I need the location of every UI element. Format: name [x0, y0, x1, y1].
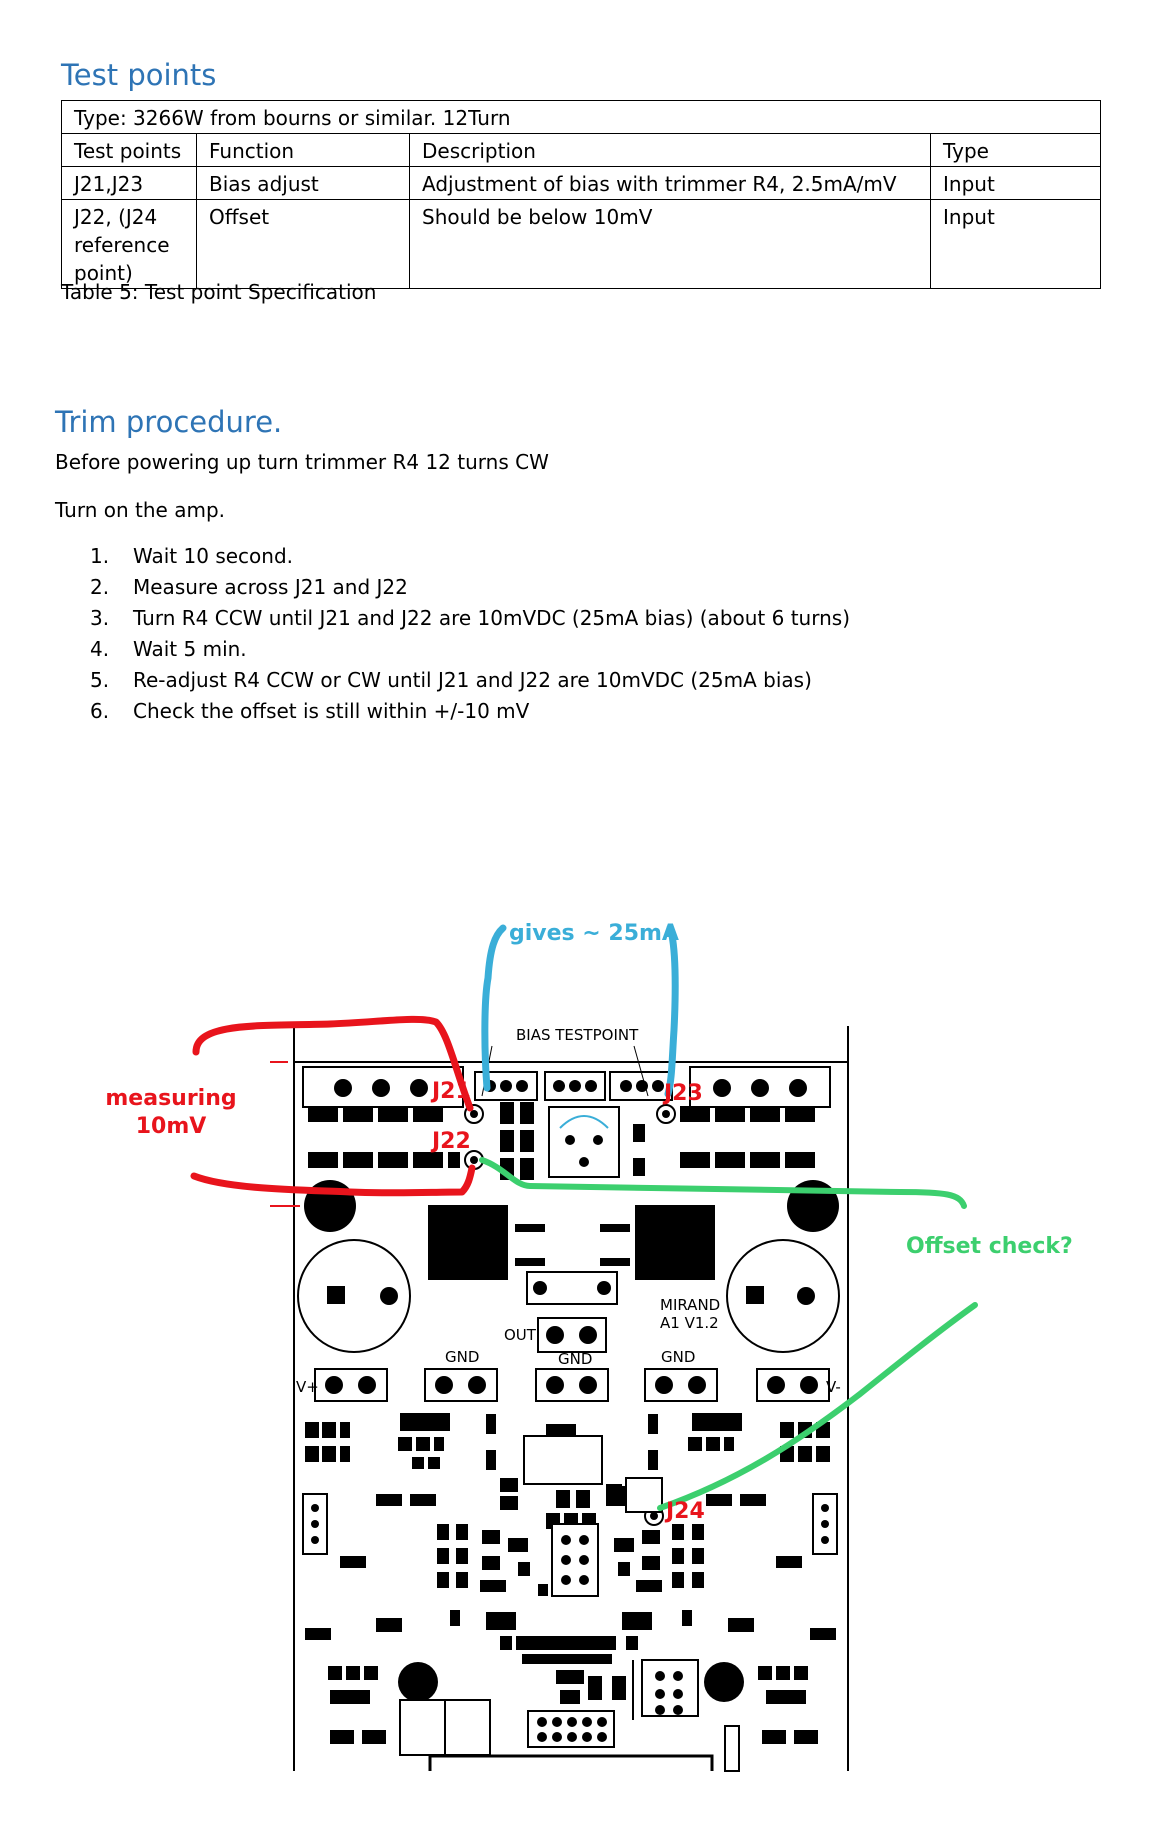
top-connectors: [302, 1066, 831, 1108]
j23-label: J23: [662, 1081, 703, 1106]
board-version-label: A1 V1.2: [660, 1314, 719, 1332]
step-text: Wait 10 second.: [133, 544, 293, 568]
header-type: Type: [930, 133, 1101, 167]
list-item: 2. Measure across J21 and J22: [90, 572, 850, 603]
cell-function: Bias adjust: [196, 166, 410, 200]
gnd-label: GND: [661, 1348, 695, 1366]
j24-label: J24: [664, 1499, 705, 1524]
v-minus-label: V-: [826, 1378, 841, 1396]
trim-procedure-heading: Trim procedure.: [55, 405, 283, 439]
pcb-silkscreen-labels: BIAS TESTPOINT MIRAND A1 V1.2 OUT GND GN…: [296, 1026, 841, 1396]
resistor-strips: [308, 1102, 815, 1180]
test-point-spec-table: Type: 3266W from bourns or similar. 12Tu…: [61, 100, 1101, 289]
step-text: Turn R4 CCW until J21 and J22 are 10mVDC…: [133, 606, 850, 630]
type-row-cell: Type: 3266W from bourns or similar. 12Tu…: [61, 100, 1101, 134]
bias-current-annotation: gives ~ 25mA: [509, 921, 679, 946]
v-plus-label: V+: [296, 1378, 319, 1396]
step-number: 3.: [90, 606, 110, 630]
power-transistors: [428, 1205, 715, 1280]
cell-test-points: J22, (J24 reference point): [61, 199, 197, 289]
measuring-annotation: measuring: [105, 1086, 236, 1111]
mirand-label: MIRAND: [660, 1296, 720, 1314]
table-row: J22, (J24 reference point) Offset Should…: [61, 199, 1101, 289]
j22-label: J22: [430, 1129, 471, 1154]
step-number: 6.: [90, 699, 110, 723]
annotation-labels: gives ~ 25mA measuring 10mV Offset check…: [105, 921, 1072, 1524]
table-row: Type: 3266W from bourns or similar. 12Tu…: [61, 100, 1101, 134]
cell-type: Input: [930, 199, 1101, 289]
cell-type: Input: [930, 166, 1101, 200]
table-caption: Table 5: Test point Specification: [61, 280, 377, 304]
offset-check-annotation: Offset check?: [906, 1234, 1073, 1259]
step-number: 1.: [90, 544, 110, 568]
list-item: 6. Check the offset is still within +/-10…: [90, 696, 850, 727]
cell-function: Offset: [196, 199, 410, 289]
table-row: J21,J23 Bias adjust Adjustment of bias w…: [61, 166, 1101, 200]
step-text: Wait 5 min.: [133, 637, 247, 661]
list-item: 4. Wait 5 min.: [90, 634, 850, 665]
list-item: 5. Re-adjust R4 CCW or CW until J21 and J…: [90, 665, 850, 696]
list-item: 1. Wait 10 second.: [90, 541, 850, 572]
step-number: 5.: [90, 668, 110, 692]
header-function: Function: [196, 133, 410, 167]
annotation-strokes: [190, 924, 978, 1511]
step-text: Re-adjust R4 CCW or CW until J21 and J22…: [133, 668, 812, 692]
intro-text: Before powering up turn trimmer R4 12 tu…: [55, 450, 549, 474]
power-connectors: [314, 1368, 830, 1402]
output-connector: [526, 1271, 618, 1353]
cell-test-points: J21,J23: [61, 166, 197, 200]
cell-description: Adjustment of bias with trimmer R4, 2.5m…: [409, 166, 931, 200]
list-item: 3. Turn R4 CCW until J21 and J22 are 10mV…: [90, 603, 850, 634]
header-description: Description: [409, 133, 931, 167]
step-text: Measure across J21 and J22: [133, 575, 408, 599]
capacitors: [297, 1239, 840, 1353]
test-points-heading: Test points: [61, 58, 217, 92]
trimmer-r4: [548, 1106, 620, 1178]
intro-text: Turn on the amp.: [55, 498, 225, 522]
out-label: OUT: [504, 1326, 537, 1344]
bias-testpoint-label: BIAS TESTPOINT: [516, 1026, 639, 1044]
gnd-label: GND: [558, 1350, 592, 1368]
step-number: 2.: [90, 575, 110, 599]
pcb-board-outline: [270, 1026, 849, 1771]
cell-description: Should be below 10mV: [409, 199, 931, 289]
measuring-value-annotation: 10mV: [136, 1114, 207, 1139]
step-number: 4.: [90, 637, 110, 661]
step-text: Check the offset is still within +/-10 m…: [133, 699, 530, 723]
j21-label: J21: [430, 1079, 471, 1104]
gnd-label: GND: [445, 1348, 479, 1366]
trim-steps-list: 1. Wait 10 second. 2. Measure across J21 a…: [90, 541, 850, 727]
ic-headers: [302, 1435, 838, 1772]
